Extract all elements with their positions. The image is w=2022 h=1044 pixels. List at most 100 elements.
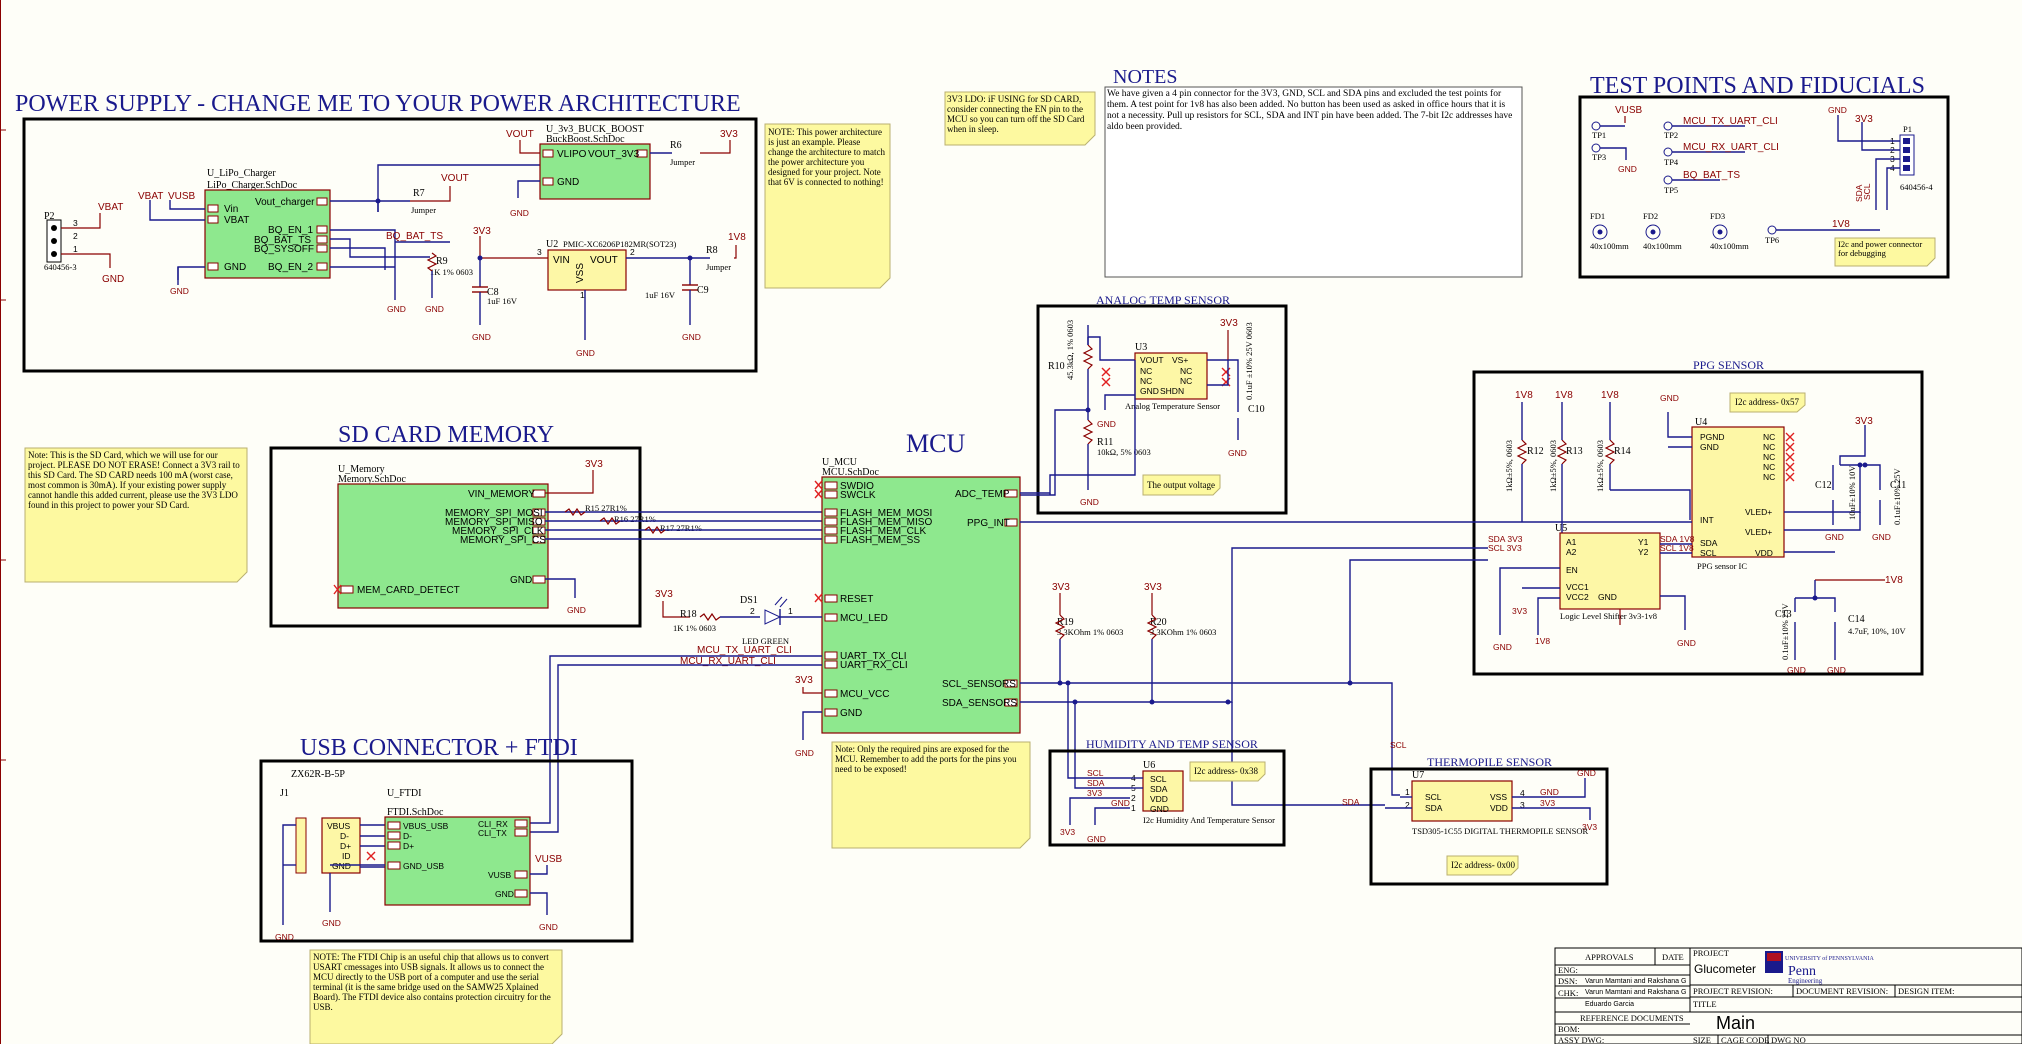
tb-assy: ASSY DWG: [1558,1035,1604,1044]
sd-note [24,447,248,583]
mcu-sheet[interactable] [821,476,1021,734]
svg-text:SDA 3V3: SDA 3V3 [1488,534,1523,544]
sd-pin-card-detect: MEM_CARD_DETECT [357,585,460,596]
thermopile-u7[interactable] [1411,780,1513,822]
u6-ref: U6 [1143,760,1155,771]
3v3-label-ldo: 3V3 [473,226,491,237]
mcu-sheet-doc: MCU.SchDoc [822,467,880,478]
u7-pin-vss: VSS [1490,792,1507,802]
mcu-sheet-name: U_MCU [822,457,858,468]
c9-ref: C9 [697,285,709,296]
hum-addr-text: I2c address- 0x38 [1194,766,1258,776]
r11-val: 10kΩ, 5% 0603 [1097,447,1151,457]
tx-net-label: MCU_TX_UART_CLI [697,645,792,656]
mcu-pin-clk: FLASH_MEM_CLK [840,526,926,537]
usb-connector-j1[interactable] [321,817,361,874]
u6-pin-sda: SDA [1150,784,1168,794]
thermopile-section-box [1369,767,1609,886]
u4-pin-nc5: NC [1763,472,1775,482]
analog-section-box [1036,304,1288,515]
svg-text:1: 1 [1131,803,1136,813]
buck-boost-sheet[interactable] [539,143,651,200]
ftdi-pin-cli-rx: CLI_RX [478,819,508,829]
r18-val: 1K 1% 0603 [673,623,716,633]
c14-val: 4.7uF, 10%, 10V [1848,626,1907,636]
analog-temp-u3[interactable] [1134,352,1208,400]
c8-ref: C8 [487,287,499,298]
buck-pin-gnd: GND [557,177,579,188]
tb-eng: ENG: [1558,965,1578,975]
output-note-text: The output voltage [1147,480,1215,490]
r8-ref: R8 [706,245,718,256]
svg-text:3: 3 [537,247,542,257]
svg-text:GND: GND [1660,393,1679,403]
penn-logo: UNIVERSITY of PENNSYLVANIA Penn Engineer… [1765,951,1874,985]
ldo-u2[interactable] [547,249,627,291]
svg-text:1: 1 [1405,787,1410,797]
ftdi-sheet[interactable] [384,816,531,906]
ldo-pin-vin: VIN [553,255,570,266]
section-title-mcu: MCU [906,429,965,458]
sd-pin-miso: MEMORY_SPI_MISO [445,517,543,528]
u2-part: PMIC-XC6206P182MR(SOT23) [563,239,677,249]
ftdi-note-text: NOTE: The FTDI Chip is an useful chip th… [313,952,551,1012]
section-title-power: POWER SUPPLY - CHANGE ME TO YOUR POWER A… [15,91,741,117]
sd-pin-mosi: MEMORY_SPI_MOSI [445,508,543,519]
charger-pin-vin: Vin [224,204,238,215]
svg-text:GND: GND [1618,164,1637,174]
power-note-text: NOTE: This power architecture is just an… [768,127,885,187]
r10-val: 45.3kΩ, 1% 0603 [1065,320,1075,380]
level-shifter-u5[interactable] [1559,532,1661,610]
r9-val: 1K 1% 0603 [430,267,473,277]
hum-addr-note [1189,761,1266,782]
tp-net-bq: BQ_BAT_TS [1683,170,1740,181]
u3-pin-gnd: GND [1140,386,1159,396]
scl-label-hum: SCL [1087,768,1104,778]
svg-text:GND: GND [1087,834,1106,844]
3v3-label-r20: 3V3 [1144,582,1162,593]
j1-ref: J1 [280,788,289,799]
thermo-addr-text: I2c address- 0x00 [1451,860,1515,870]
u3-pin-vs: VS+ [1172,355,1188,365]
tp4: TP4 [1664,157,1679,167]
1v8-label-r12: 1V8 [1515,390,1533,401]
lipo-charger-sheet[interactable] [204,189,331,279]
tb-project: PROJECT [1693,948,1730,958]
section-title-thermopile: THERMOPILE SENSOR [1427,755,1552,769]
u5-pin-vcc2: VCC2 [1566,592,1589,602]
j1-pin-vbus: VBUS [327,821,350,831]
u6-pin-scl: SCL [1150,774,1167,784]
u4-pin-scl: SCL [1700,548,1717,558]
rx-net-label: MCU_RX_UART_CLI [680,656,776,667]
tb-cage: CAGE CODE [1721,1035,1769,1044]
u7-ref: U7 [1412,770,1424,781]
c10-val: 0.1uF ±10% 25V 0603 [1244,322,1254,400]
ppg-u4[interactable] [1691,426,1785,558]
u5-pin-y2: Y2 [1638,547,1649,557]
sd-note-text: Note: This is the SD Card, which we will… [28,450,240,510]
sd-sheet-doc: Memory.SchDoc [338,474,407,485]
usb-conn-part: ZX62R-B-5P [291,769,345,780]
charger-pin-bat-ts: BQ_BAT_TS [254,235,311,246]
buck-pin-vout: VOUT_3V3 [588,149,640,160]
vbat-label-1: VBAT [98,202,123,213]
r19-ref: R19 [1057,617,1074,628]
svg-text:GND: GND [567,605,586,615]
title-block [1554,947,2022,1044]
vbat-label-2: VBAT [138,191,163,202]
u4-pin-nc2: NC [1763,442,1775,452]
c13-val: 0.1uF±10% 25V [1780,603,1790,660]
svg-text:GND: GND [387,304,406,314]
r19-val: 3.3KOhm 1% 0603 [1057,627,1123,637]
r6-jumper: Jumper [670,157,695,167]
svg-text:2: 2 [73,231,78,241]
memory-sheet[interactable] [337,483,549,609]
svg-text:UNIVERSITY of PENNSYLVANIA: UNIVERSITY of PENNSYLVANIA [1785,955,1874,962]
u5-part: Logic Level Shifter 3v3-1v8 [1560,611,1657,621]
ds1-ref: DS1 [740,595,758,606]
u4-pin-gnd: GND [1700,442,1719,452]
humidity-u6[interactable] [1142,770,1184,812]
notes-box [1104,86,1523,278]
mcu-pin-miso: FLASH_MEM_MISO [840,517,932,528]
fd1-size: 40x100mm [1590,241,1629,251]
